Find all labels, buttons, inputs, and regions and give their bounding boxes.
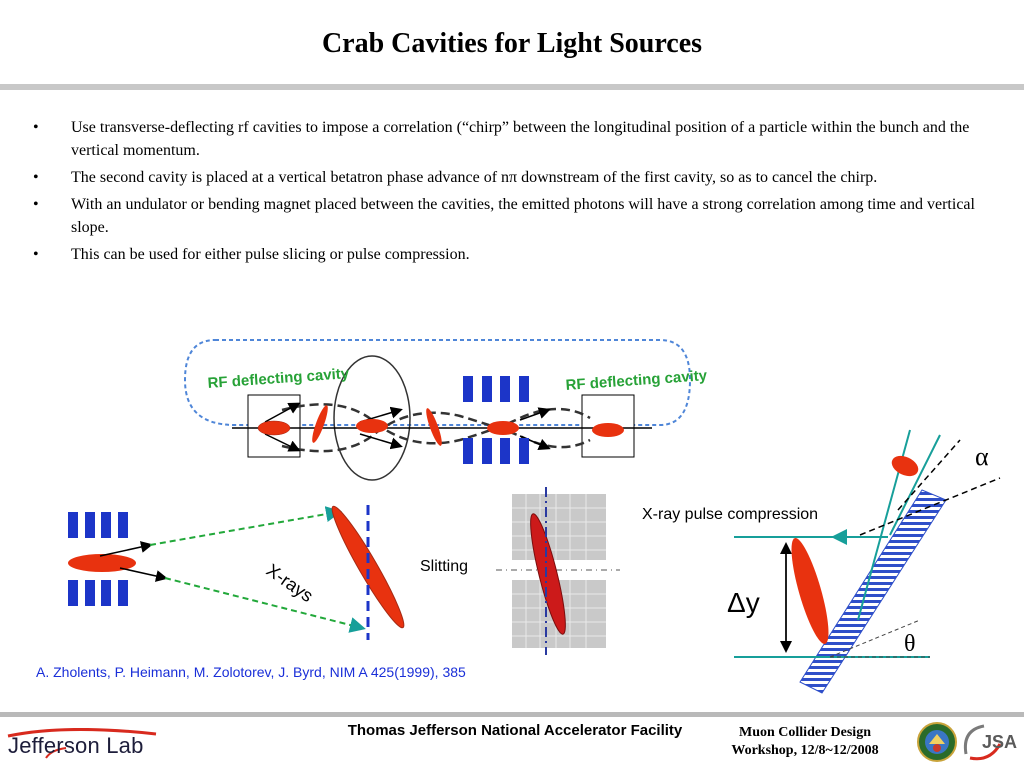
bullet-marker: • bbox=[33, 169, 39, 186]
slide-title: Crab Cavities for Light Sources bbox=[321, 28, 703, 59]
grating-crystal bbox=[799, 489, 947, 694]
workshop-info: Muon Collider Design Workshop, 12/8~12/2… bbox=[710, 724, 900, 760]
slitting-diagram: Slitting bbox=[420, 487, 620, 655]
bullet-marker: • bbox=[33, 196, 39, 213]
xray-pulse bbox=[331, 505, 405, 629]
bullet-marker: • bbox=[33, 119, 39, 136]
bullet-text: The second cavity is placed at a vertica… bbox=[71, 169, 878, 186]
jefferson-lab-logo bbox=[7, 728, 157, 759]
bunch bbox=[257, 420, 291, 436]
bullet-item: • With an undulator or bending magnet pla… bbox=[30, 193, 1005, 239]
xrays-label: X-rays bbox=[263, 560, 317, 606]
sliced-pulse bbox=[530, 513, 566, 635]
cavity-box-right bbox=[581, 394, 635, 458]
doe-seal-icon bbox=[917, 722, 957, 762]
bunch bbox=[356, 419, 388, 433]
tilted-pulse bbox=[791, 538, 829, 644]
bullet-marker: • bbox=[33, 246, 39, 263]
bullet-text: With an undulator or bending magnet plac… bbox=[71, 196, 975, 236]
theta-symbol: θ bbox=[904, 631, 916, 657]
undulator-magnets bbox=[463, 376, 529, 464]
delta-y-label: Δy bbox=[727, 587, 760, 618]
facility-name: Thomas Jefferson National Accelerator Fa… bbox=[347, 722, 683, 739]
slitting-label: Slitting bbox=[420, 558, 468, 575]
compression-diagram: X-ray pulse compression α Δy θ bbox=[642, 429, 1001, 694]
dashed-outline bbox=[183, 339, 692, 426]
bunch bbox=[592, 423, 624, 437]
logo-text: Jefferson Lab bbox=[8, 733, 144, 758]
top-schematic: RF deflecting cavity RF deflecting cavit… bbox=[183, 339, 708, 481]
jsa-logo: JSA bbox=[963, 724, 1017, 761]
xray-diagram: X-rays bbox=[68, 505, 405, 640]
bullet-text: This can be used for either pulse slicin… bbox=[71, 246, 470, 263]
header-divider bbox=[0, 84, 1024, 90]
citation: A. Zholents, P. Heimann, M. Zolotorev, J… bbox=[36, 664, 466, 680]
bunch bbox=[312, 405, 328, 443]
bullet-list: • Use transverse-deflecting rf cavities t… bbox=[30, 116, 1005, 270]
workshop-line-1: Muon Collider Design bbox=[739, 725, 871, 740]
workshop-line-2: Workshop, 12/8~12/2008 bbox=[731, 743, 879, 758]
phase-loop bbox=[333, 355, 411, 481]
bullet-item: • This can be used for either pulse slici… bbox=[30, 243, 1005, 266]
magnets-left bbox=[68, 512, 128, 606]
bullet-item: • The second cavity is placed at a vertic… bbox=[30, 166, 1005, 189]
crab-cavity-figure: RF deflecting cavity RF deflecting cavit… bbox=[68, 339, 1001, 694]
compression-label: X-ray pulse compression bbox=[642, 506, 818, 523]
rf-label-right: RF deflecting cavity bbox=[565, 367, 708, 394]
bunch bbox=[68, 554, 136, 572]
jsa-text: JSA bbox=[982, 732, 1017, 752]
bunch bbox=[426, 408, 442, 446]
alpha-symbol: α bbox=[975, 442, 989, 471]
bunch bbox=[487, 421, 519, 435]
small-pulse bbox=[891, 455, 919, 477]
bullet-item: • Use transverse-deflecting rf cavities t… bbox=[30, 116, 1005, 162]
footer-divider bbox=[0, 712, 1024, 717]
bullet-text: Use transverse-deflecting rf cavities to… bbox=[71, 119, 970, 159]
rf-label-left: RF deflecting cavity bbox=[207, 365, 350, 392]
